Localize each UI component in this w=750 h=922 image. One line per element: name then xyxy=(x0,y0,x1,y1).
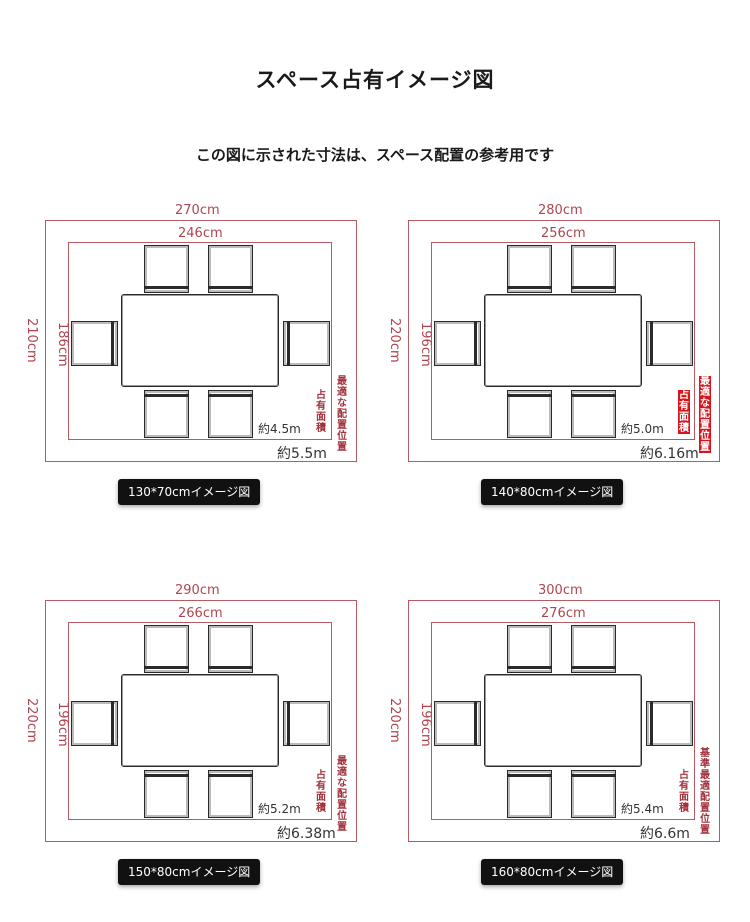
page-title: スペース占有イメージ図 xyxy=(255,68,495,92)
inner-height-label: 186cm xyxy=(55,322,70,367)
inner-boundary xyxy=(68,622,332,820)
outer-width-label: 270cm xyxy=(175,203,220,218)
inner-height-label: 196cm xyxy=(418,702,433,747)
outer-width-label: 300cm xyxy=(538,583,583,598)
chair xyxy=(434,701,481,746)
chair xyxy=(144,770,189,818)
page-subtitle: この図に示された寸法は、スペース配置の参考用です xyxy=(195,146,555,164)
caption: 160*80cmイメージ図 xyxy=(481,859,624,885)
inner-width-label: 246cm xyxy=(178,226,223,241)
chair xyxy=(571,390,616,438)
chair xyxy=(283,321,330,366)
chair xyxy=(571,625,616,673)
chair xyxy=(507,390,552,438)
chair xyxy=(283,701,330,746)
chair xyxy=(507,245,552,293)
dining-table xyxy=(484,674,642,767)
outer-boundary xyxy=(45,600,357,842)
chair xyxy=(144,390,189,438)
outer-area-label: 約6.38m xyxy=(277,826,336,842)
outer-height-label: 220cm xyxy=(387,698,402,743)
chair xyxy=(144,245,189,293)
outer-width-label: 290cm xyxy=(175,583,220,598)
inner-area-label: 約5.0m xyxy=(621,422,664,436)
layout-panel-3: 290cm 266cm 220cm 196cm 約5.2m 約6.38m 占有面… xyxy=(20,580,360,900)
chair xyxy=(208,770,253,818)
occupied-area-note: 占有面積 xyxy=(316,770,326,814)
chair xyxy=(71,321,118,366)
inner-width-label: 256cm xyxy=(541,226,586,241)
inner-area-label: 約5.2m xyxy=(258,802,301,816)
occupied-area-note: 占有面積 xyxy=(679,770,689,814)
layout-panel-2: 280cm 256cm 220cm 196cm 約5.0m 約6.16m 占有面… xyxy=(383,200,723,520)
layout-panel-4: 300cm 276cm 220cm 196cm 約5.4m 約6.6m 占有面積… xyxy=(383,580,723,900)
chair xyxy=(646,321,693,366)
optimal-position-note: 最適な配置位置 xyxy=(337,756,347,833)
inner-width-label: 266cm xyxy=(178,606,223,621)
dining-table xyxy=(484,294,642,387)
outer-boundary xyxy=(408,600,720,842)
outer-width-label: 280cm xyxy=(538,203,583,218)
outer-height-label: 220cm xyxy=(387,318,402,363)
dining-table xyxy=(121,674,279,767)
outer-height-label: 220cm xyxy=(24,698,39,743)
outer-boundary xyxy=(408,220,720,462)
optimal-position-note: 最適な配置位置 xyxy=(337,376,347,453)
inner-area-label: 約4.5m xyxy=(258,422,301,436)
optimal-position-note: 基準最適配置位置 xyxy=(700,748,710,836)
outer-height-label: 210cm xyxy=(24,318,39,363)
occupied-area-note: 占有面積 xyxy=(678,390,690,434)
inner-area-label: 約5.4m xyxy=(621,802,664,816)
chair xyxy=(434,321,481,366)
chair xyxy=(571,245,616,293)
inner-boundary xyxy=(431,622,695,820)
chair xyxy=(208,390,253,438)
chair xyxy=(71,701,118,746)
caption: 130*70cmイメージ図 xyxy=(118,479,261,505)
optimal-position-note: 最適な配置位置 xyxy=(699,376,711,453)
chair xyxy=(646,701,693,746)
outer-area-label: 約5.5m xyxy=(277,446,327,462)
inner-width-label: 276cm xyxy=(541,606,586,621)
outer-boundary xyxy=(45,220,357,462)
inner-height-label: 196cm xyxy=(55,702,70,747)
dining-table xyxy=(121,294,279,387)
chair xyxy=(507,770,552,818)
chair xyxy=(507,625,552,673)
inner-boundary xyxy=(431,242,695,440)
caption: 150*80cmイメージ図 xyxy=(118,859,261,885)
chair xyxy=(571,770,616,818)
chair xyxy=(208,245,253,293)
inner-height-label: 196cm xyxy=(418,322,433,367)
chair xyxy=(208,625,253,673)
outer-area-label: 約6.16m xyxy=(640,446,699,462)
outer-area-label: 約6.6m xyxy=(640,826,690,842)
chair xyxy=(144,625,189,673)
caption: 140*80cmイメージ図 xyxy=(481,479,624,505)
layout-panel-1: 270cm 246cm 210cm 186cm 約4.5m 約5.5m 占有面積… xyxy=(20,200,360,520)
occupied-area-note: 占有面積 xyxy=(316,390,326,434)
inner-boundary xyxy=(68,242,332,440)
